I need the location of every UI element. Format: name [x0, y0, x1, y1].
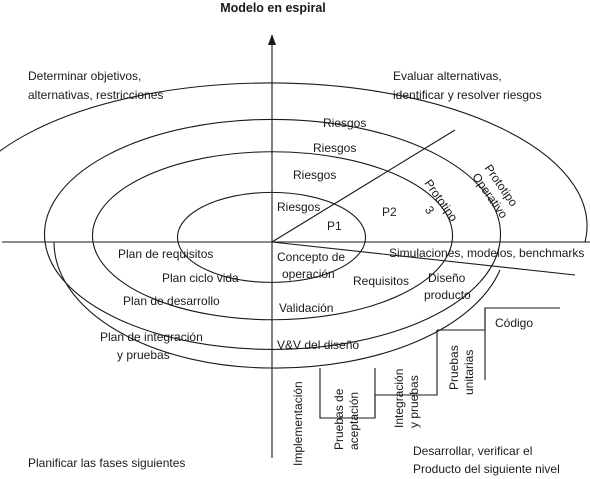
product-concept-line-2: operación	[282, 267, 335, 281]
quadrant-bottom-right-line-2: Producto del siguiente nivel	[413, 462, 560, 476]
plan-requirements: Plan de requisitos	[118, 247, 213, 261]
risk-label-inner: Riesgos	[277, 200, 320, 214]
product-concept-line-1: Concepto de	[277, 250, 345, 264]
prototype-3-line-1: Prototipo	[422, 177, 461, 225]
radial-line-products	[271, 241, 576, 276]
spiral-loop-3	[43, 118, 502, 350]
prototype-3-line-2: 3	[422, 203, 437, 217]
prototype-p2: P2	[382, 205, 397, 219]
phase-implementation: Implementación	[291, 381, 305, 466]
phase-implementation-text: Implementación	[291, 381, 305, 466]
phase-box-integration	[374, 330, 438, 418]
product-simulations: Simulaciones, modelos, benchmarks	[389, 246, 584, 260]
phase-box-acceptance	[319, 368, 376, 419]
diagram-title: Modelo en espiral	[220, 1, 326, 15]
product-code: Código	[495, 316, 533, 330]
quadrant-top-right-line-1: Evaluar alternativas,	[393, 69, 502, 83]
plan-integration-line-1: Plan de integración	[100, 330, 203, 344]
plan-lifecycle: Plan ciclo vida	[162, 271, 239, 285]
phase-unit: Pruebas unitarias	[447, 345, 476, 395]
quadrant-top-left-line-2: alternativas, restricciones	[28, 88, 163, 102]
phase-integration: Integración y pruebas	[392, 369, 421, 428]
phase-unit-line-1: Pruebas	[447, 345, 461, 390]
product-requirements: Requisitos	[353, 274, 409, 288]
quadrant-top-right-line-2: identificar y resolver riesgos	[393, 88, 542, 102]
radial-line-prototypes	[271, 129, 456, 243]
product-design-line-2: producto	[424, 288, 471, 302]
phase-unit-line-2: unitarias	[462, 350, 476, 395]
phase-acceptance-line-2: aceptación	[347, 392, 361, 450]
quadrant-bottom-left: Planificar las fases siguientes	[28, 456, 185, 470]
plan-development: Plan de desarrollo	[123, 294, 220, 308]
prototype-p1: P1	[327, 219, 342, 233]
spiral-loop-1	[176, 191, 367, 283]
phase-integration-line-1: Integración	[392, 369, 406, 428]
phase-acceptance-line-1: Pruebas de	[332, 388, 346, 450]
vertical-axis-arrow-icon	[268, 34, 276, 45]
quadrant-top-left-line-1: Determinar objetivos,	[28, 69, 141, 83]
prototype-operative-label: Prototipo Operativo	[469, 162, 520, 222]
product-vv-design: V&V del diseño	[277, 338, 359, 352]
phase-acceptance: Pruebas de aceptación	[332, 388, 361, 450]
phase-integration-line-2: y pruebas	[407, 375, 421, 428]
product-validation: Validación	[279, 301, 333, 315]
risk-label-outer: Riesgos	[323, 116, 366, 130]
spiral-loop-2	[91, 151, 454, 321]
product-design-line-1: Diseño	[428, 271, 466, 285]
risk-label-2: Riesgos	[293, 168, 336, 182]
risk-label-3: Riesgos	[313, 141, 356, 155]
spiral-loop-4-lower	[53, 241, 501, 369]
plan-integration-line-2: y pruebas	[117, 348, 170, 362]
quadrant-bottom-right-line-1: Desarrollar, verificar el	[413, 444, 532, 458]
spiral-loop-4-upper	[0, 82, 588, 243]
